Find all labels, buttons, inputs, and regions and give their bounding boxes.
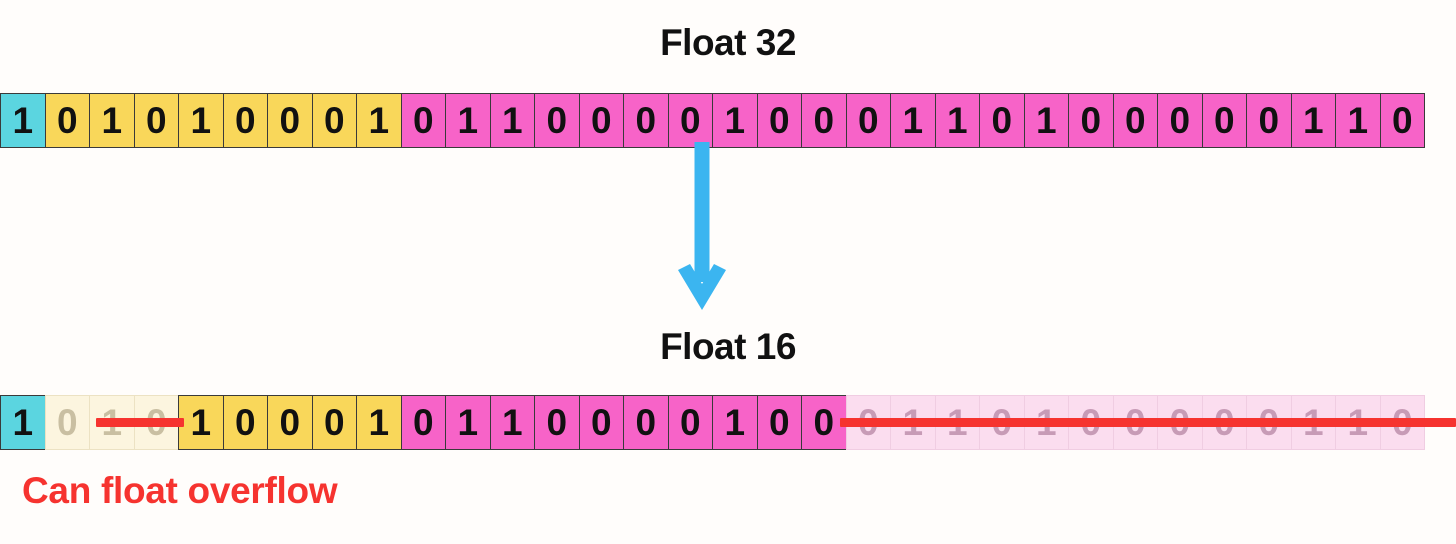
float32-mantissa-bit-0: 0 <box>400 93 446 148</box>
float32-mantissa-bit-3: 0 <box>534 93 580 148</box>
float16-exponent-bit-2: 0 <box>267 395 313 450</box>
overflow-warning-label: Can float overflow <box>22 470 338 511</box>
float16-mantissa-bit-3: 0 <box>534 395 580 450</box>
float32-exponent-bit-6: 0 <box>311 93 357 148</box>
float32-mantissa-bit-6: 0 <box>667 93 713 148</box>
float32-mantissa-bit-8: 0 <box>756 93 802 148</box>
float16-mantissa-bit-6: 0 <box>667 395 713 450</box>
float32-exponent-bit-5: 0 <box>267 93 313 148</box>
float32-mantissa-bit-20: 1 <box>1290 93 1336 148</box>
float32-mantissa-bit-21: 1 <box>1335 93 1381 148</box>
float32-mantissa-bit-10: 0 <box>845 93 891 148</box>
float16-mantissa-bit-0: 0 <box>400 395 446 450</box>
float16-mantissa-bit-8: 0 <box>756 395 802 450</box>
strikethrough-line-mantissa-icon <box>840 418 1456 427</box>
float32-mantissa-bit-9: 0 <box>801 93 847 148</box>
float32-mantissa-bit-15: 0 <box>1068 93 1114 148</box>
float32-sign-bit-0: 1 <box>0 93 46 148</box>
float16-exponent-bit-0: 1 <box>178 395 224 450</box>
float32-mantissa-bit-12: 1 <box>934 93 980 148</box>
float16-mantissa-bit-9: 0 <box>801 395 847 450</box>
float32-exponent-bit-2: 0 <box>133 93 179 148</box>
float16-exponent-bit-1: 0 <box>222 395 268 450</box>
float32-exponent-bit-1: 1 <box>89 93 135 148</box>
float16-mantissa-bit-7: 1 <box>712 395 758 450</box>
float16-mantissa-bit-1: 1 <box>445 395 491 450</box>
float16-mantissa-bit-2: 1 <box>489 395 535 450</box>
float32-exponent-bit-0: 0 <box>44 93 90 148</box>
down-arrow-icon <box>678 142 726 310</box>
float16-exponent-bit-3: 0 <box>311 395 357 450</box>
page-title-float16: Float 16 <box>660 326 796 367</box>
float32-mantissa-bit-17: 0 <box>1157 93 1203 148</box>
float16-exponent-bit-4: 1 <box>356 395 402 450</box>
float16-mantissa-bit-4: 0 <box>578 395 624 450</box>
float32-mantissa-bit-11: 1 <box>890 93 936 148</box>
float32-mantissa-bit-7: 1 <box>712 93 758 148</box>
float32-mantissa-bit-22: 0 <box>1379 93 1425 148</box>
float32-mantissa-bit-4: 0 <box>578 93 624 148</box>
float32-mantissa-bit-1: 1 <box>445 93 491 148</box>
float16-sign-bit-0: 1 <box>0 395 46 450</box>
float32-exponent-bit-4: 0 <box>222 93 268 148</box>
strikethrough-line-exponent-icon <box>96 418 184 427</box>
float32-mantissa-bit-19: 0 <box>1246 93 1292 148</box>
float32-mantissa-bit-2: 1 <box>489 93 535 148</box>
float32-exponent-bit-3: 1 <box>178 93 224 148</box>
float32-exponent-bit-7: 1 <box>356 93 402 148</box>
float16-mantissa-bit-5: 0 <box>623 395 669 450</box>
float32-mantissa-bit-5: 0 <box>623 93 669 148</box>
float16-exponent-dropped-bit-0: 0 <box>44 395 90 450</box>
page-title-float32: Float 32 <box>660 22 796 63</box>
float32-mantissa-bit-14: 1 <box>1023 93 1069 148</box>
float32-mantissa-bit-16: 0 <box>1112 93 1158 148</box>
float32-mantissa-bit-13: 0 <box>979 93 1025 148</box>
float32-mantissa-bit-18: 0 <box>1201 93 1247 148</box>
